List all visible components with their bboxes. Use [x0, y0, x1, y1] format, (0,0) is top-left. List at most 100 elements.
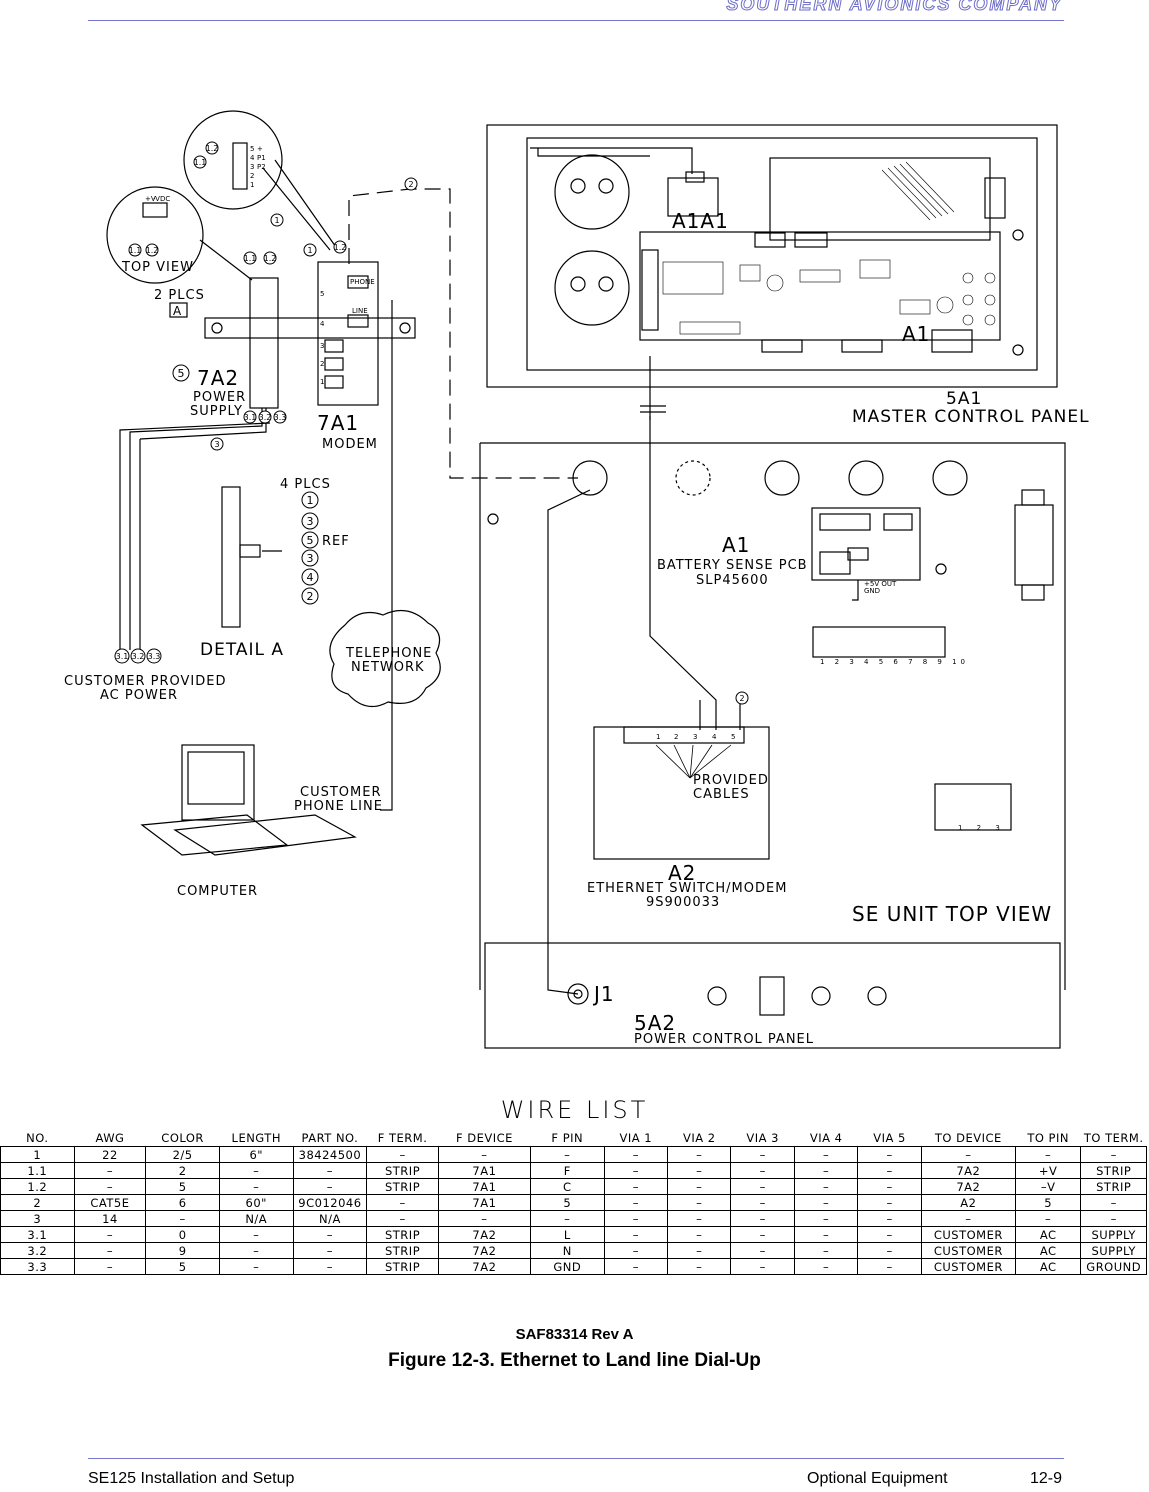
- balloon-3-2b: 3.2: [132, 652, 145, 661]
- detail-balloon-1: 1: [307, 494, 314, 507]
- wire-customer-phone: [380, 300, 393, 811]
- psu-id-label: 7A2: [197, 366, 239, 390]
- table-cell: –: [793, 1210, 859, 1227]
- table-cell: –: [730, 1194, 795, 1211]
- detail-balloon-3: 3: [307, 515, 314, 528]
- wire-list-column-header: TO TERM.: [1083, 1131, 1144, 1145]
- table-cell: STRIP: [366, 1162, 439, 1179]
- table-cell: –: [857, 1162, 922, 1179]
- table-cell: 6: [145, 1194, 220, 1211]
- wire-list-column-header: LENGTH: [231, 1131, 281, 1145]
- mcp-id-label: 5A1: [946, 389, 982, 409]
- table-cell: –: [667, 1242, 732, 1259]
- balloon-3: 3: [214, 440, 219, 449]
- footer-rule: [88, 1458, 1064, 1459]
- fan-upper: [554, 154, 630, 230]
- power-supply-7a2: [249, 277, 279, 409]
- table-cell: 5: [1014, 1194, 1082, 1211]
- table-cell: –: [437, 1210, 531, 1227]
- detail-balloon-4: 4: [307, 571, 314, 584]
- switch-port-1: 1: [656, 733, 660, 741]
- table-cell: 5: [145, 1178, 220, 1195]
- company-name: SOUTHERN AVIONICS COMPANY: [726, 0, 1063, 15]
- zoom-pin-3: 3: [250, 163, 254, 171]
- table-cell: 60": [218, 1194, 294, 1211]
- table-cell: –: [529, 1210, 605, 1227]
- wire-list-column-header: F TERM.: [377, 1131, 428, 1145]
- wire-list-column-header: AWG: [95, 1131, 125, 1145]
- provided-cables-1: PROVIDED: [693, 773, 769, 788]
- balloon-3-3: 3.3: [274, 413, 287, 422]
- table-cell: –: [1080, 1146, 1147, 1163]
- psu-pin-vminus: -V: [153, 195, 160, 203]
- a1a1-label: A1A1: [672, 209, 729, 233]
- zoom-pin-name-plus: +: [257, 145, 263, 153]
- table-cell: –: [366, 1210, 439, 1227]
- bsp-part-label: SLP45600: [696, 573, 769, 588]
- balloon-2b: 2: [739, 694, 744, 703]
- zoom-pin-name-p1: P1: [257, 154, 266, 162]
- table-cell: –: [920, 1210, 1016, 1227]
- detail-a-label: DETAIL A: [200, 640, 284, 660]
- table-cell: F: [529, 1162, 605, 1179]
- table-cell: CAT5E: [73, 1194, 147, 1211]
- zoom-pin-name-p2: P2: [257, 163, 266, 171]
- switch-port-3: 3: [693, 733, 697, 741]
- balloon-1-2d: 1.2: [206, 144, 219, 153]
- mcp-name-label: MASTER CONTROL PANEL: [852, 407, 1090, 427]
- table-cell: –: [366, 1194, 439, 1211]
- wire-2-cat5: [348, 188, 591, 995]
- table-cell: 38424500: [292, 1146, 368, 1163]
- a1-pcb: [639, 231, 1001, 341]
- table-cell: –: [218, 1242, 294, 1259]
- master-control-inner: [526, 137, 1038, 371]
- customer-ac-label-2: AC POWER: [100, 688, 178, 703]
- table-cell: STRIP: [366, 1226, 439, 1243]
- se-unit-outline: [480, 442, 1066, 990]
- zoom-pin-5: 5: [250, 145, 254, 153]
- balloon-5: 5: [178, 367, 185, 380]
- table-cell: –: [145, 1210, 220, 1227]
- switch-part-label: 9S900033: [646, 895, 720, 910]
- table-cell: N/A: [292, 1210, 368, 1227]
- table-cell: –: [793, 1194, 859, 1211]
- table-cell: 5: [529, 1194, 605, 1211]
- detail-balloon-3b: 3: [307, 552, 314, 565]
- wire-list-column-header: PART NO.: [301, 1131, 359, 1145]
- balloon-1b: 1: [307, 246, 312, 255]
- table-cell: –: [730, 1226, 795, 1243]
- table-cell: –: [218, 1258, 294, 1275]
- table-cell: CUSTOMER: [920, 1226, 1016, 1243]
- wire-list-column-header: COLOR: [161, 1131, 204, 1145]
- bsp-out-5v: +5V OUT: [864, 580, 897, 588]
- modem-port-2: 2: [320, 360, 324, 368]
- table-cell: SUPPLY: [1080, 1242, 1147, 1259]
- switch-port-5: 5: [731, 733, 735, 741]
- table-cell: –: [667, 1210, 732, 1227]
- table-cell: –: [793, 1146, 859, 1163]
- table-cell: 3.1: [0, 1226, 75, 1243]
- psu-sub1-label: POWER: [193, 390, 246, 405]
- table-cell: 3.2: [0, 1242, 75, 1259]
- table-cell: GND: [529, 1258, 605, 1275]
- table-cell: –: [603, 1242, 669, 1259]
- table-cell: –: [857, 1226, 922, 1243]
- table-cell: A2: [920, 1194, 1016, 1211]
- computer-keyboard: [140, 814, 289, 856]
- battery-sense-pcb: [811, 507, 921, 581]
- table-cell: –: [793, 1178, 859, 1195]
- table-cell: –: [730, 1258, 795, 1275]
- balloon-1-1: 1.1: [244, 254, 257, 263]
- table-cell: 7A2: [437, 1242, 531, 1259]
- table-cell: –: [857, 1146, 922, 1163]
- table-cell: N: [529, 1242, 605, 1259]
- wiring-diagram: 2 2 3 1 1 1.2 1.1 1.2 1.1 1.2 1.2 1.1 3.…: [64, 110, 1090, 1049]
- table-cell: CUSTOMER: [920, 1242, 1016, 1259]
- table-cell: GROUND: [1080, 1258, 1147, 1275]
- table-cell: –: [667, 1226, 732, 1243]
- table-cell: –: [793, 1258, 859, 1275]
- modem-port-1: 1: [320, 378, 324, 386]
- modem-7a1: [317, 261, 379, 406]
